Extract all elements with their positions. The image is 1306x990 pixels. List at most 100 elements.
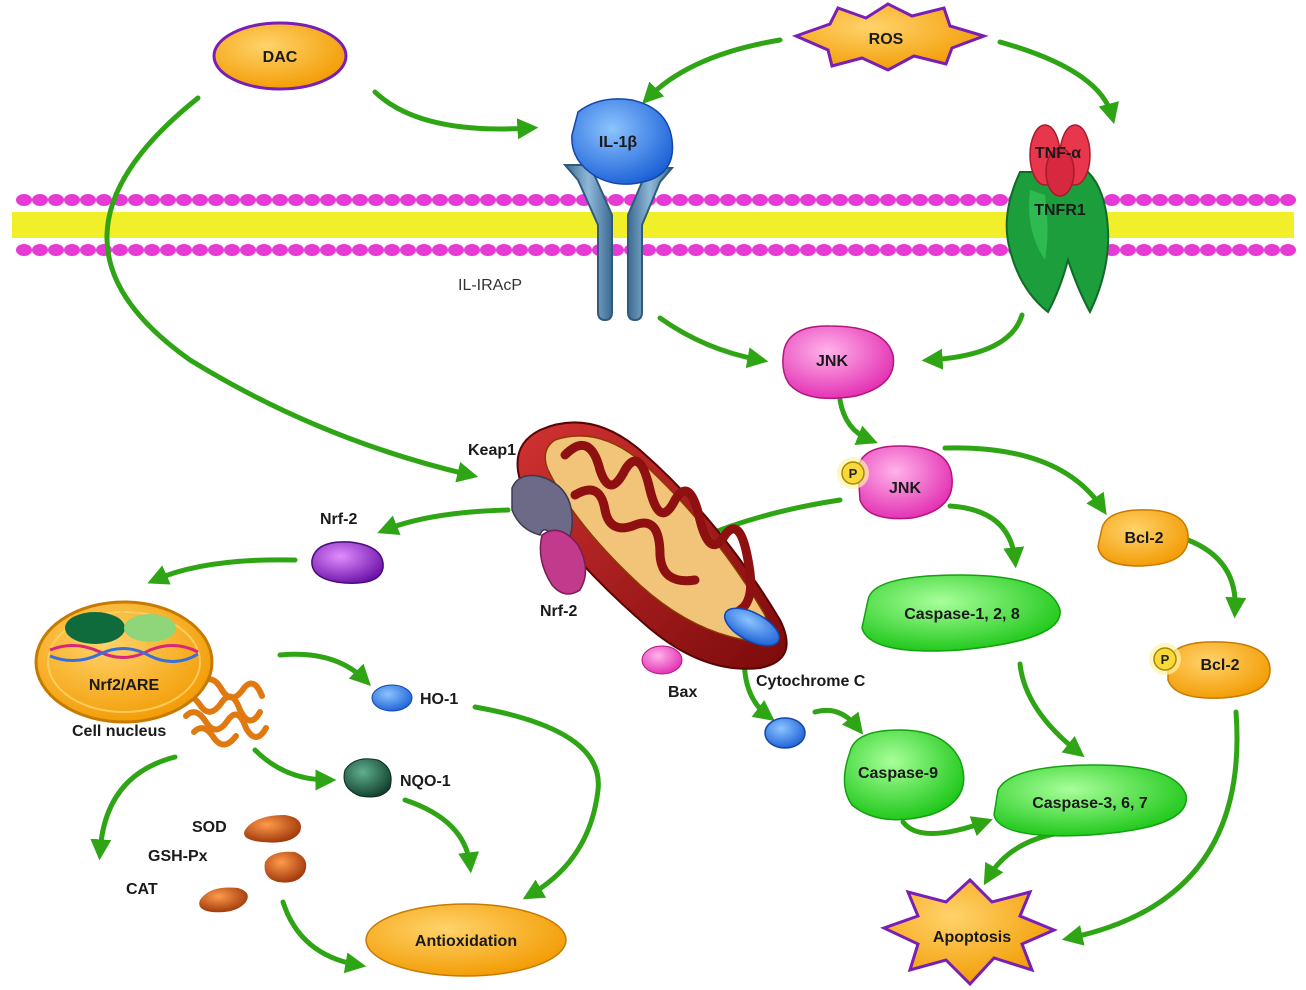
arrow-caspase128-to-caspase367 <box>1017 661 1085 758</box>
tnfr1-receptor: TNFR1 <box>1005 171 1110 315</box>
caspase-128-label: Caspase-1, 2, 8 <box>904 606 1020 623</box>
arrow-caspase367-to-apoptosis <box>983 829 1068 886</box>
bcl2-label: Bcl-2 <box>1124 530 1163 547</box>
antioxidation-node: Antioxidation <box>365 903 567 977</box>
arrow-dac-to-keap1 <box>104 95 479 483</box>
membrane-lipid-head <box>720 244 736 256</box>
membrane-lipid-head <box>32 244 48 256</box>
nrf2-are-label: Nrf2/ARE <box>89 677 160 694</box>
membrane-lipid-head <box>1232 194 1248 206</box>
membrane-lipid-head <box>528 194 544 206</box>
arrow-ho1-to-antioxidation <box>472 704 601 900</box>
membrane-lipid-head <box>784 194 800 206</box>
membrane-lipid-head <box>864 244 880 256</box>
membrane-lipid-head <box>1264 194 1280 206</box>
il-iracp-label: IL-IRAcP <box>458 277 522 294</box>
membrane-lipid-head <box>960 194 976 206</box>
membrane-lipid-head <box>336 244 352 256</box>
membrane-lipid-head <box>224 244 240 256</box>
cytochrome-c-label: Cytochrome C <box>756 673 866 690</box>
apoptosis-star <box>880 877 1058 987</box>
cytochrome-c-on-mito <box>723 607 781 647</box>
membrane-lipid-head <box>1152 244 1168 256</box>
arrow-keap1-to-nrf2 <box>377 507 511 536</box>
membrane-lipid-head <box>288 194 304 206</box>
membrane-lipid-head <box>944 244 960 256</box>
membrane-lipid-head <box>896 244 912 256</box>
arrow-pbcl2-to-apoptosis <box>1061 709 1240 946</box>
membrane-lipid-head <box>1216 194 1232 206</box>
membrane-lipid-head <box>464 194 480 206</box>
ho1-protein <box>371 684 413 712</box>
pjnk-label: JNK <box>889 480 921 497</box>
arrow-nrf2-to-nucleus <box>147 557 298 585</box>
membrane-lipid-head <box>432 194 448 206</box>
membrane-lipid-head <box>672 194 688 206</box>
ros-node: ROS <box>791 2 989 72</box>
membrane-lipid-head <box>96 194 112 206</box>
bcl2-node: Bcl-2 <box>1097 509 1189 567</box>
membrane-lipid-head <box>304 244 320 256</box>
membrane-lipid-head <box>496 194 512 206</box>
membrane-lipid-head <box>1264 244 1280 256</box>
bax-label: Bax <box>668 684 697 701</box>
membrane-lipid-head <box>256 244 272 256</box>
membrane-lipid-head <box>976 244 992 256</box>
dac-node: DAC <box>212 21 348 91</box>
membrane-lipid-head <box>704 194 720 206</box>
caspase-367-label: Caspase-3, 6, 7 <box>1032 795 1148 812</box>
membrane-lipid-head <box>304 194 320 206</box>
membrane-lipid-head <box>736 244 752 256</box>
membrane-lipid-head <box>128 194 144 206</box>
membrane-lipid-head <box>448 194 464 206</box>
gsh-px-label: GSH-Px <box>148 848 208 865</box>
membrane-lipid-head <box>928 244 944 256</box>
membrane-lipid-head <box>1232 244 1248 256</box>
membrane-lipid-head <box>368 244 384 256</box>
membrane-lipid-head <box>1120 244 1136 256</box>
membrane-lipid-head <box>352 244 368 256</box>
membrane-lipid-head <box>240 194 256 206</box>
nrf2-bound-protein <box>539 529 587 595</box>
membrane-lipid-head <box>976 194 992 206</box>
membrane-lipid-head <box>208 244 224 256</box>
membrane-lipid-head <box>768 194 784 206</box>
membrane-lipid-head <box>912 194 928 206</box>
membrane-lipid-head <box>144 244 160 256</box>
pbcl2-label: Bcl-2 <box>1200 657 1239 674</box>
ho1-label: HO-1 <box>420 691 458 708</box>
membrane-lipid-head <box>752 244 768 256</box>
arrow-ros-to-tnfa <box>997 39 1119 125</box>
arrow-nucleus-to-nqo1 <box>252 747 337 791</box>
membrane-lipid-head <box>384 194 400 206</box>
membrane-lipid-head <box>800 194 816 206</box>
membrane-lipid-head <box>544 194 560 206</box>
membrane-lipid-head <box>688 244 704 256</box>
il1b-ligand: IL-1β <box>571 98 674 185</box>
membrane-lipid-head <box>256 194 272 206</box>
membrane-lipid-head <box>1280 244 1296 256</box>
arrow-bcl2-to-pbcl2 <box>1185 537 1247 619</box>
membrane-lipid-head <box>1168 194 1184 206</box>
arrow-dac-to-il1b <box>372 89 539 140</box>
membrane-lipid-head <box>608 194 624 206</box>
membrane-lipid-head <box>192 244 208 256</box>
mitochondrion <box>516 421 788 670</box>
membrane-lipid-head <box>768 244 784 256</box>
membrane-lipid-head <box>16 194 32 206</box>
tnfa-ligand: TNF-α <box>1029 124 1091 197</box>
membrane-lipid-head <box>208 194 224 206</box>
membrane-lipid-head <box>496 244 512 256</box>
membrane-lipid-head <box>432 244 448 256</box>
membrane-lipid-head <box>480 194 496 206</box>
membrane-lipid-head <box>688 194 704 206</box>
membrane-lipid-head <box>240 244 256 256</box>
membrane-lipid-head <box>960 244 976 256</box>
membrane-lipid-head <box>1248 244 1264 256</box>
membrane-lipid-head <box>160 244 176 256</box>
membrane-lipid-head <box>896 194 912 206</box>
pathway-arrows <box>90 37 1247 974</box>
membrane-lipid-head <box>112 244 128 256</box>
nrf2-bound-label: Nrf-2 <box>540 603 577 620</box>
